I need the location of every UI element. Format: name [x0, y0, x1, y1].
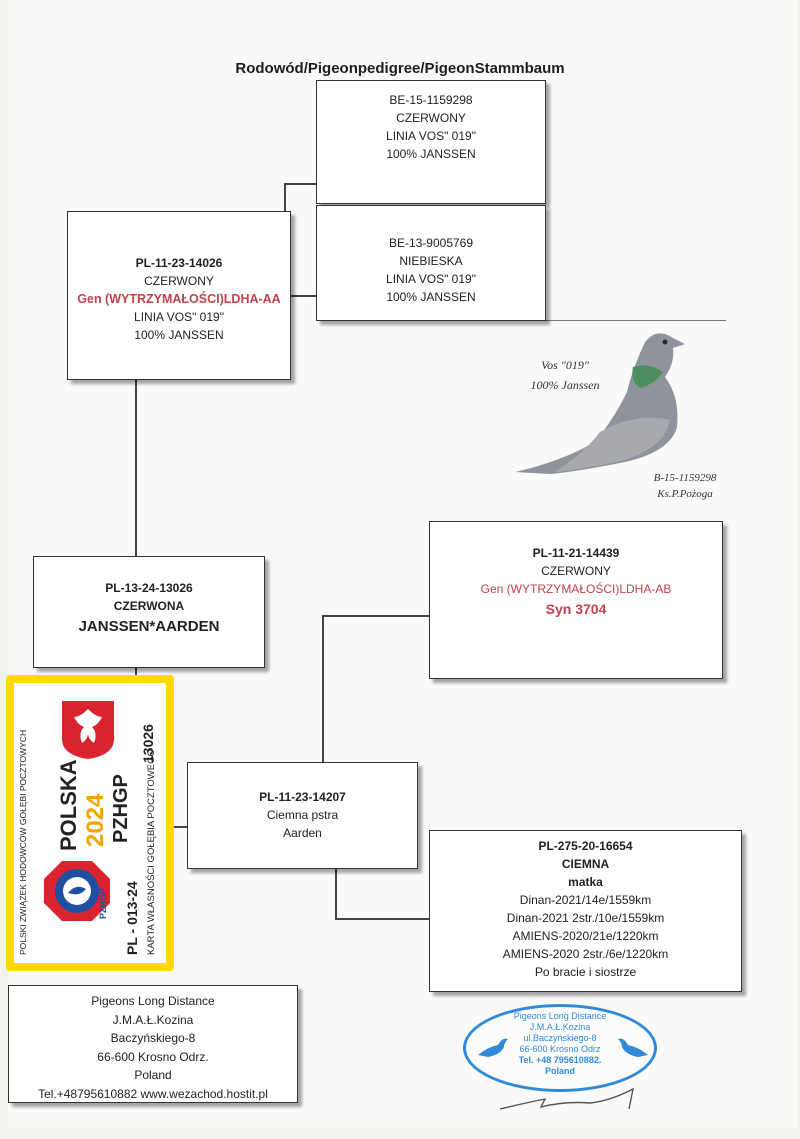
- role-label: matka: [568, 875, 603, 889]
- race-result: AMIENS-2020/21e/1220km: [512, 929, 659, 943]
- stamp-line: Poland: [544, 1066, 575, 1076]
- card-country: POLSKA: [56, 759, 81, 851]
- ring-number: BE-13-9005769: [388, 236, 474, 250]
- note-label: Syn 3704: [545, 601, 607, 617]
- card-org: PZHGP: [110, 774, 132, 843]
- connector-line: [284, 183, 317, 185]
- pzhgp-logo-icon: [44, 861, 110, 921]
- ownership-card: POLSKI ZWIĄZEK HODOWCÓW GOŁĘBI POCZTOWYC…: [6, 675, 174, 971]
- race-result: AMIENS-2020 2str./6e/1220km: [502, 947, 669, 961]
- card-association: POLSKI ZWIĄZEK HODOWCÓW GOŁĘBI POCZTOWYC…: [18, 729, 28, 955]
- color-label: CZERWONY: [396, 111, 466, 125]
- breed-label: 100% JANSSEN: [134, 328, 224, 342]
- connector-line: [322, 615, 429, 617]
- connector-line: [291, 295, 317, 297]
- breed-label: Aarden: [283, 826, 322, 840]
- connector-line: [284, 183, 286, 213]
- sire-sire-box: BE-15-1159298 CZERWONY LINIA VOS" 019" 1…: [316, 80, 546, 204]
- connector-line: [322, 615, 324, 763]
- line-label: LINIA VOS" 019": [134, 310, 224, 324]
- stamp-line: 66-600 Krosno Odrz: [519, 1044, 601, 1054]
- divider-line: [546, 320, 726, 321]
- sire-box: PL-11-23-14026 CZERWONY Gen (WYTRZYMAŁOŚ…: [67, 211, 291, 380]
- color-label: CZERWONY: [541, 564, 611, 578]
- connector-line: [335, 869, 337, 920]
- logo-text: PZHGP: [98, 887, 108, 919]
- photo-owner: Ks.P.Pożoga: [657, 488, 713, 500]
- pigeon-left-icon: [478, 1038, 508, 1057]
- color-label: CIEMNA: [561, 857, 610, 871]
- color-label: CZERWONA: [113, 599, 185, 613]
- address-line: J.M.A.Ł.Kozina: [112, 1012, 194, 1027]
- race-result: Dinan-2021 2str./10e/1559km: [506, 911, 665, 925]
- address-line: Baczyńskiego-8: [110, 1031, 196, 1045]
- color-label: CZERWONY: [144, 274, 214, 288]
- card-title: KARTA WŁASNOŚCI GOŁĘBIA POCZTOWEGO: [146, 749, 157, 955]
- address-line: 66-600 Krosno Odrz.: [97, 1049, 209, 1064]
- subject-box: PL-13-24-13026 CZERWONA JANSSEN*AARDEN: [33, 556, 265, 668]
- dam-sire-box: PL-11-21-14439 CZERWONY Gen (WYTRZYMAŁOŚ…: [429, 521, 723, 679]
- race-result: Po bracie i siostrze: [534, 965, 637, 979]
- ring-number: PL-13-24-13026: [105, 581, 193, 595]
- race-result: Dinan-2021/14e/1559km: [519, 893, 652, 907]
- page-title: Rodowód/Pigeonpedigree/PigeonStammbaum: [235, 60, 565, 77]
- color-label: NIEBIESKA: [399, 254, 463, 268]
- signature: [499, 1087, 634, 1110]
- address-line: Pigeons Long Distance: [91, 994, 215, 1008]
- pigeon-photo: [515, 333, 685, 474]
- connector-line: [135, 667, 137, 677]
- caption-breed: 100% Janssen: [530, 378, 600, 392]
- connector-line: [335, 918, 429, 920]
- ring-number: PL-11-23-14207: [259, 790, 346, 804]
- caption-name: Vos "019": [541, 358, 589, 372]
- breed-label: 100% JANSSEN: [386, 290, 476, 304]
- ring-number: PL-11-23-14026: [135, 256, 223, 270]
- breed-label: 100% JANSSEN: [386, 147, 476, 161]
- ring-number: BE-15-1159298: [389, 93, 473, 107]
- ring-number: PL-11-21-14439: [532, 546, 620, 560]
- eagle-emblem-icon: [62, 701, 114, 759]
- gene-label: Gen (WYTRZYMAŁOŚCI)LDHA-AA: [77, 292, 281, 306]
- gene-label: Gen (WYTRZYMAŁOŚCI)LDHA-AB: [480, 582, 672, 596]
- breeder-address-box: Pigeons Long Distance J.M.A.Ł.Kozina Bac…: [8, 985, 298, 1103]
- dam-dam-box: PL-275-20-16654 CIEMNA matka Dinan-2021/…: [429, 830, 742, 992]
- connector-line: [135, 380, 137, 557]
- photo-ring: B-15-1159298: [653, 472, 717, 484]
- dam-box: PL-11-23-14207 Ciemna pstra Aarden: [187, 762, 418, 869]
- stamp-line: Pigeons Long Distance: [513, 1011, 607, 1021]
- address-contact: Tel.+48795610882 www.wezachod.hostit.pl: [38, 1086, 268, 1101]
- ring-number: PL-275-20-16654: [538, 839, 633, 853]
- breeder-stamp: Pigeons Long Distance J.M.A.Ł.Kozina ul.…: [463, 1004, 657, 1092]
- stamp-line: ul.Baczyńskiego-8: [523, 1033, 597, 1043]
- stamp-line: Tel. +48 795610882.: [518, 1055, 602, 1065]
- connector-line: [174, 826, 188, 828]
- stamp-line: J.M.A.Ł.Kozina: [529, 1022, 591, 1032]
- address-line: Poland: [134, 1068, 172, 1082]
- sire-dam-box: BE-13-9005769 NIEBIESKA LINIA VOS" 019" …: [316, 205, 546, 321]
- breed-label: JANSSEN*AARDEN: [78, 618, 220, 635]
- card-face: POLSKI ZWIĄZEK HODOWCÓW GOŁĘBI POCZTOWYC…: [14, 683, 166, 963]
- color-label: Ciemna pstra: [266, 808, 339, 822]
- pigeon-right-icon: [618, 1038, 648, 1057]
- card-year: 2024: [82, 793, 109, 847]
- line-label: LINIA VOS" 019": [386, 129, 476, 143]
- photo-caption: Vos "019" 100% Janssen: [510, 355, 620, 395]
- card-code: PL - 013-24: [124, 881, 140, 955]
- line-label: LINIA VOS" 019": [386, 272, 476, 286]
